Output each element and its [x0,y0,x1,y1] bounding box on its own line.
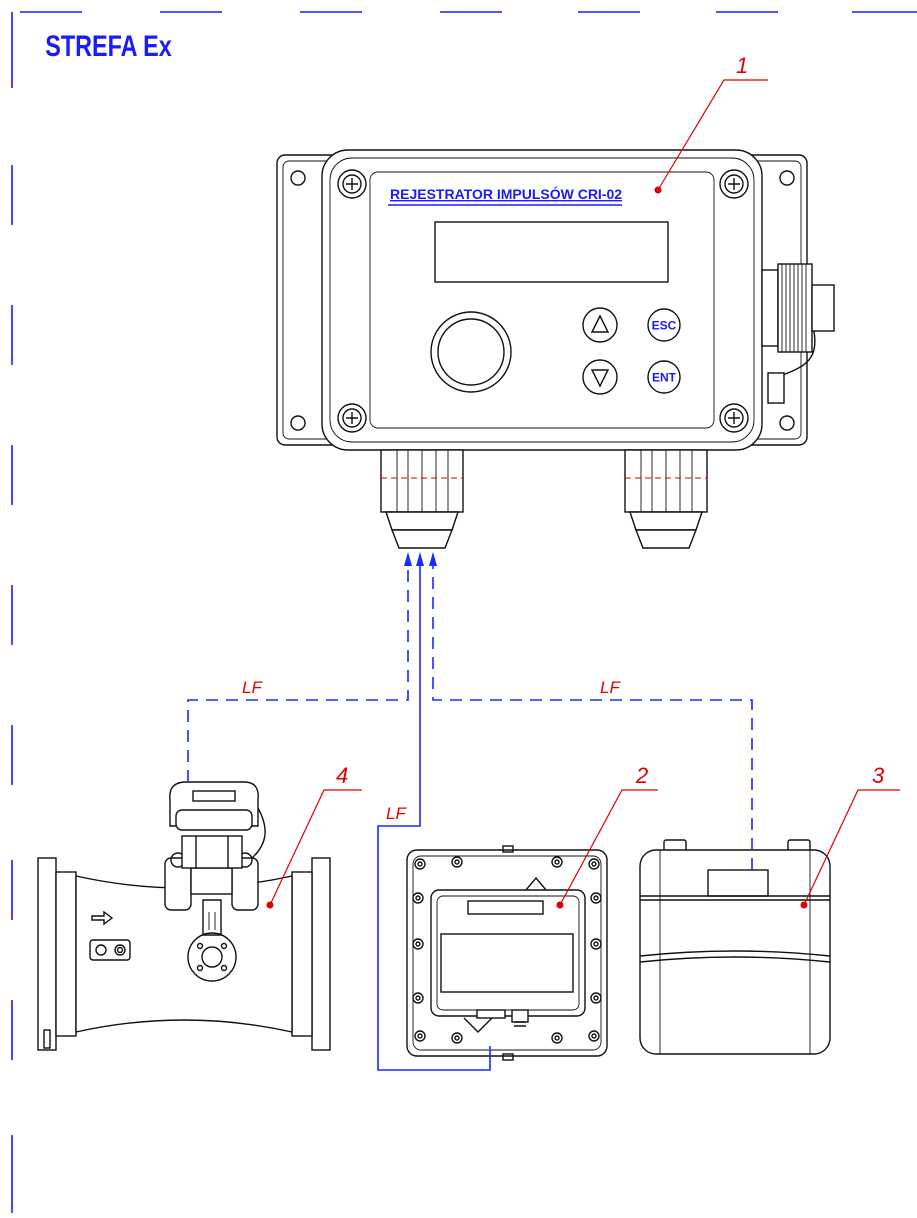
signal-line-turbine [187,560,409,782]
signal-line-corrector [377,560,491,1071]
zone-label: STREFA Ex [45,29,172,62]
recorder-cri02: REJESTRATOR IMPULSÓW CRI-02 ESC ENT [276,149,835,549]
cable-gland-right [624,449,708,549]
lcd-display [434,221,669,283]
corner-bolt [412,856,602,1044]
turbine-gas-meter [37,781,331,1051]
ex-zone-boundary [11,11,917,1213]
signal-arrowheads [404,552,437,566]
signal-label-turbine: LF [242,678,263,697]
recorder-title: REJESTRATOR IMPULSÓW CRI-02 [390,185,622,202]
button-down[interactable] [582,359,618,395]
cable-gland-left [380,449,464,549]
button-ent[interactable]: ENT [647,360,681,394]
callout-3: 3 [872,763,885,788]
signal-lines [187,560,753,1071]
callout-leaders [269,79,900,906]
svg-text:ESC: ESC [652,319,677,333]
svg-text:ENT: ENT [652,371,677,385]
signal-label-diaphragm: LF [600,678,621,697]
button-up[interactable] [582,307,618,343]
callout-dots [266,186,808,909]
button-esc[interactable]: ESC [647,308,681,342]
callout-4: 4 [336,763,348,788]
mounting-hole [290,170,795,431]
corner-screw [337,169,749,433]
signal-label-corrector: LF [386,804,407,823]
signal-line-diaphragm [432,560,753,870]
callout-2: 2 [635,763,648,788]
side-connector [761,263,835,404]
signal-window [430,311,512,393]
diaphragm-gas-meter [639,839,831,1055]
volume-corrector [406,845,608,1061]
callout-1: 1 [736,53,748,78]
